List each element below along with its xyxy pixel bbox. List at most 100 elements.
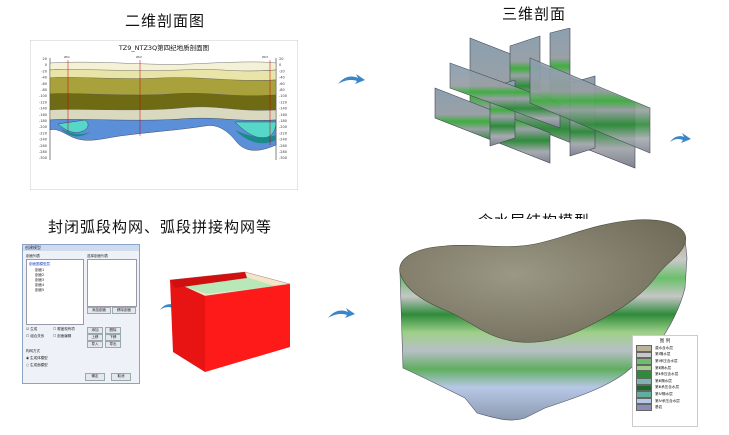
y-tick-label: -280 bbox=[279, 150, 287, 154]
svg-text:ZK1: ZK1 bbox=[64, 55, 70, 59]
checkbox-overwrite-label[interactable]: 覆盖现有项 bbox=[57, 327, 75, 331]
model-top-surface bbox=[399, 219, 687, 343]
dlg-button-f[interactable]: 导出 bbox=[105, 341, 121, 348]
cross-section-chart: TZ9_NTZ3Q第四纪地质剖面图 20 0 -20 -40 -60 -80 -100 -12… bbox=[30, 40, 298, 190]
legend-label: 第Ⅲ隔水层 bbox=[655, 378, 672, 383]
legend-swatch bbox=[636, 384, 652, 392]
add-section-button[interactable]: 添加剖面 bbox=[87, 307, 111, 314]
legend-swatch bbox=[636, 404, 652, 411]
y-tick-label: -220 bbox=[279, 131, 287, 135]
tree-root[interactable]: 剖面图模型层 bbox=[29, 262, 50, 266]
y-tick-label: -280 bbox=[39, 150, 47, 154]
mesh-wedge-3d bbox=[169, 271, 291, 372]
selected-list[interactable] bbox=[87, 259, 137, 307]
y-tick-label: -100 bbox=[39, 94, 47, 98]
y-tick-label: -20 bbox=[279, 69, 285, 73]
y-tick-label: -160 bbox=[39, 113, 47, 117]
y-tick-label: -80 bbox=[279, 88, 285, 92]
y-tick-label: -80 bbox=[41, 88, 47, 92]
create-model-dialog[interactable]: 创建模型 剖面列表 剖面图模型层 剖面1 剖面2 剖面3 剖面4 剖面5 选择剖… bbox=[22, 244, 140, 384]
heading-2d-section: 二维剖面图 bbox=[125, 12, 206, 30]
selected-list-label: 选择剖面列表 bbox=[87, 254, 108, 258]
svg-text:ZK3: ZK3 bbox=[262, 55, 268, 59]
legend-swatch bbox=[636, 345, 652, 352]
aquifer-model-3d bbox=[399, 219, 688, 421]
y-tick-label: 20 bbox=[279, 57, 283, 61]
checkbox-generate-label[interactable]: 生成 bbox=[30, 327, 38, 331]
y-tick-label: -120 bbox=[39, 100, 47, 104]
dlg-button-d[interactable]: 下移 bbox=[105, 334, 121, 341]
y-tick-label: -300 bbox=[39, 156, 47, 160]
tree-item[interactable]: 剖面4 bbox=[35, 283, 45, 287]
legend-item: 第Ⅱ承压含水层 bbox=[633, 371, 697, 378]
legend-label: 第Ⅲ承压含水层 bbox=[655, 385, 680, 390]
legend-swatch bbox=[636, 391, 652, 398]
y-tick-label: -40 bbox=[279, 76, 285, 80]
legend-item: 潜水含水层 bbox=[633, 345, 697, 352]
y-tick-label: -220 bbox=[39, 131, 47, 135]
radio-surface-label[interactable]: 生成面模型 bbox=[30, 363, 48, 367]
legend-label: 潜水含水层 bbox=[655, 345, 673, 350]
dlg-button-c[interactable]: 上移 bbox=[87, 334, 103, 341]
y-tick-label: -260 bbox=[39, 144, 47, 148]
radio-volume-label[interactable]: 生成体模型 bbox=[30, 356, 48, 360]
legend-label: 基岩 bbox=[655, 405, 663, 410]
tree-item[interactable]: 剖面3 bbox=[35, 278, 45, 282]
y-tick-label: -100 bbox=[279, 94, 287, 98]
y-tick-label: -260 bbox=[279, 144, 287, 148]
fence-panel bbox=[529, 57, 651, 154]
y-tick-label: -200 bbox=[39, 125, 47, 129]
fence-diagram-3d bbox=[434, 28, 651, 169]
y-tick-label: 0 bbox=[279, 63, 281, 67]
checkbox-combine-label[interactable]: 组合关系 bbox=[30, 334, 45, 338]
legend-label: 第Ⅳ隔水层 bbox=[655, 391, 673, 396]
legend-item: 第Ⅱ隔水层 bbox=[633, 364, 697, 372]
legend-label: 第Ⅰ承压含水层 bbox=[655, 358, 678, 363]
y-tick-label: -60 bbox=[41, 82, 47, 86]
y-tick-label: 20 bbox=[43, 57, 47, 61]
heading-model: 含水层结构模型 bbox=[478, 210, 590, 219]
dlg-button-b[interactable]: 删除 bbox=[105, 327, 121, 334]
y-tick-label: -180 bbox=[39, 119, 47, 123]
heading-mesh: 封闭弧段构网、弧段拼接构网等 bbox=[48, 218, 273, 236]
legend-title: 图 例 bbox=[659, 339, 671, 344]
legend-swatch bbox=[636, 371, 652, 378]
tree-item[interactable]: 剖面2 bbox=[35, 273, 45, 277]
legend-item: 第Ⅲ隔水层 bbox=[633, 378, 697, 385]
y-tick-label: -40 bbox=[41, 76, 47, 80]
y-tick-label: -60 bbox=[279, 82, 285, 86]
dlg-button-a[interactable]: 添加 bbox=[87, 327, 103, 334]
legend-item: 基岩 bbox=[633, 404, 697, 411]
options-label: 构网方式 bbox=[26, 349, 40, 353]
legend-item: 第Ⅰ承压含水层 bbox=[633, 358, 697, 365]
layer-bedrock bbox=[49, 117, 277, 151]
remove-section-button[interactable]: 移除剖面 bbox=[112, 307, 136, 314]
section-list-label: 剖面列表 bbox=[26, 254, 40, 258]
legend-swatch bbox=[636, 378, 652, 385]
legend-swatch bbox=[636, 351, 652, 359]
legend-item: 第Ⅳ承压含水层 bbox=[633, 397, 697, 405]
legend-item: 第Ⅳ隔水层 bbox=[633, 391, 697, 398]
cancel-button[interactable]: 取消 bbox=[111, 373, 131, 381]
legend-item: 第Ⅲ承压含水层 bbox=[633, 384, 697, 392]
legend-swatch bbox=[636, 397, 652, 405]
y-tick-label: -200 bbox=[279, 125, 287, 129]
legend-item: 第Ⅰ隔水层 bbox=[633, 351, 697, 359]
legend-label: 第Ⅱ隔水层 bbox=[655, 365, 672, 370]
y-tick-label: -300 bbox=[279, 156, 287, 160]
tree-item[interactable]: 剖面5 bbox=[35, 288, 45, 292]
section-tree[interactable]: 剖面图模型层 剖面1 剖面2 剖面3 剖面4 剖面5 bbox=[26, 259, 84, 325]
legend-swatch bbox=[636, 358, 652, 365]
heading-3d-section: 三维剖面 bbox=[502, 5, 567, 23]
checkbox-edit-label[interactable]: 剖面编辑 bbox=[57, 334, 72, 338]
dlg-button-e[interactable]: 导入 bbox=[87, 341, 103, 348]
arrow-right-icon bbox=[338, 74, 365, 84]
tree-item[interactable]: 剖面1 bbox=[35, 268, 45, 272]
y-tick-label: -240 bbox=[39, 138, 47, 142]
ok-button[interactable]: 确定 bbox=[85, 373, 105, 381]
chart-title: TZ9_NTZ3Q第四纪地质剖面图 bbox=[118, 43, 209, 52]
y-tick-label: -240 bbox=[279, 138, 287, 142]
y-tick-label: -20 bbox=[41, 69, 47, 73]
legend-label: 第Ⅱ承压含水层 bbox=[655, 372, 679, 377]
y-tick-label: -120 bbox=[279, 100, 287, 104]
